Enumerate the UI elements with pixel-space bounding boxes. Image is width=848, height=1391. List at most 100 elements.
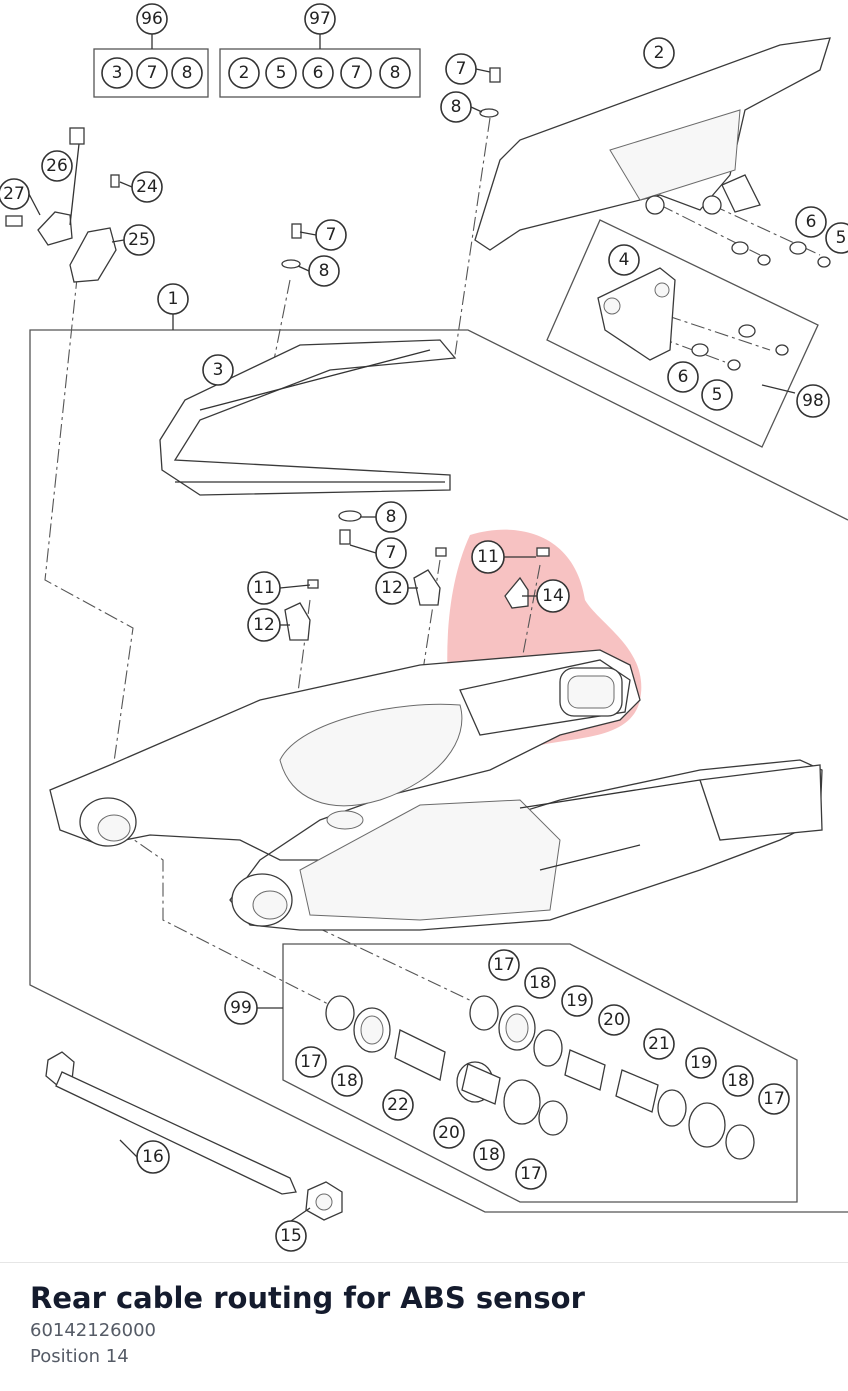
svg-text:8: 8 xyxy=(451,97,462,117)
callout-20-b[interactable]: 20 xyxy=(433,1117,465,1149)
callout-97[interactable]: 97 xyxy=(304,3,336,35)
callout-8-c[interactable]: 8 xyxy=(375,501,407,533)
part-caption: Rear cable routing for ABS sensor 601421… xyxy=(0,1262,848,1391)
callout-19-b[interactable]: 19 xyxy=(685,1047,717,1079)
callout-17-b[interactable]: 17 xyxy=(758,1083,790,1115)
callout-11-b[interactable]: 11 xyxy=(247,571,281,605)
callout-12-b[interactable]: 12 xyxy=(247,608,281,642)
callout-97-6[interactable]: 6 xyxy=(302,57,334,89)
svg-text:3: 3 xyxy=(112,63,123,83)
bolts-and-washers xyxy=(110,67,831,589)
svg-text:11: 11 xyxy=(253,578,275,598)
callout-6-a[interactable]: 6 xyxy=(795,206,827,238)
callout-27[interactable]: 27 xyxy=(0,178,30,210)
group-99-frame xyxy=(282,943,798,1203)
svg-text:97: 97 xyxy=(309,9,331,29)
callout-5-a[interactable]: 5 xyxy=(825,222,848,254)
svg-text:16: 16 xyxy=(142,1147,164,1167)
callout-25[interactable]: 25 xyxy=(123,224,155,256)
callout-97-2[interactable]: 2 xyxy=(228,57,260,89)
callout-17-a[interactable]: 17 xyxy=(488,949,520,981)
svg-text:2: 2 xyxy=(654,43,665,63)
svg-text:12: 12 xyxy=(253,615,275,635)
callout-99[interactable]: 99 xyxy=(224,991,258,1025)
callout-17-d[interactable]: 17 xyxy=(515,1158,547,1190)
svg-text:21: 21 xyxy=(648,1034,670,1054)
svg-text:12: 12 xyxy=(381,578,403,598)
svg-text:20: 20 xyxy=(438,1123,460,1143)
svg-text:5: 5 xyxy=(836,228,847,248)
callout-3[interactable]: 3 xyxy=(202,354,234,386)
chain-slider-part xyxy=(159,339,457,496)
callout-5-b[interactable]: 5 xyxy=(701,379,733,411)
svg-text:6: 6 xyxy=(678,367,689,387)
callout-18-b[interactable]: 18 xyxy=(722,1065,754,1097)
pivot-axle-part xyxy=(45,1051,297,1195)
caption-part-number: 60142126000 xyxy=(30,1320,156,1341)
callout-18-c[interactable]: 18 xyxy=(331,1065,363,1097)
callout-2[interactable]: 2 xyxy=(643,37,675,69)
svg-text:11: 11 xyxy=(477,547,499,567)
callout-7-a[interactable]: 7 xyxy=(445,53,477,85)
svg-text:17: 17 xyxy=(520,1164,542,1184)
callout-4[interactable]: 4 xyxy=(608,244,640,276)
callout-96-7[interactable]: 7 xyxy=(136,57,168,89)
callout-97-7[interactable]: 7 xyxy=(340,57,372,89)
svg-text:7: 7 xyxy=(386,543,397,563)
svg-text:26: 26 xyxy=(46,156,68,176)
cable-clip-part xyxy=(413,569,441,606)
callout-24[interactable]: 24 xyxy=(131,171,163,203)
svg-text:25: 25 xyxy=(128,230,150,250)
callout-7-b[interactable]: 7 xyxy=(315,219,347,251)
group-1-frame xyxy=(29,329,848,1213)
callout-17-c[interactable]: 17 xyxy=(295,1046,327,1078)
callout-21[interactable]: 21 xyxy=(643,1028,675,1060)
svg-text:8: 8 xyxy=(386,507,397,527)
callout-26[interactable]: 26 xyxy=(41,150,73,182)
callout-15[interactable]: 15 xyxy=(275,1220,307,1252)
svg-text:3: 3 xyxy=(213,360,224,380)
caption-position: Position 14 xyxy=(30,1346,129,1367)
callout-22[interactable]: 22 xyxy=(382,1089,414,1121)
svg-text:8: 8 xyxy=(182,63,193,83)
callout-8-a[interactable]: 8 xyxy=(440,91,472,123)
callout-96-8[interactable]: 8 xyxy=(171,57,203,89)
svg-text:98: 98 xyxy=(802,391,824,411)
callout-11-a[interactable]: 11 xyxy=(471,540,505,574)
callout-98[interactable]: 98 xyxy=(796,384,830,418)
callout-97-8[interactable]: 8 xyxy=(379,57,411,89)
callout-96[interactable]: 96 xyxy=(136,3,168,35)
svg-text:24: 24 xyxy=(136,177,158,197)
group-96-frame xyxy=(93,48,209,98)
svg-text:27: 27 xyxy=(3,184,25,204)
sensor-guard-part xyxy=(69,227,117,283)
svg-text:19: 19 xyxy=(566,991,588,1011)
svg-text:22: 22 xyxy=(387,1095,409,1115)
svg-text:15: 15 xyxy=(280,1226,302,1246)
svg-text:5: 5 xyxy=(712,385,723,405)
callout-19-a[interactable]: 19 xyxy=(561,985,593,1017)
svg-text:17: 17 xyxy=(300,1052,322,1072)
exploded-parts-diagram: 96 97 3 7 8 2 5 6 7 8 2 7 8 26 27 24 25 … xyxy=(0,3,848,1252)
callout-7-c[interactable]: 7 xyxy=(375,537,407,569)
callout-14[interactable]: 14 xyxy=(536,579,570,613)
callout-1[interactable]: 1 xyxy=(157,283,189,315)
callout-12-a[interactable]: 12 xyxy=(375,571,409,605)
svg-text:4: 4 xyxy=(619,250,630,270)
callout-8-b[interactable]: 8 xyxy=(308,255,340,287)
group-98-frame xyxy=(546,219,819,448)
svg-text:6: 6 xyxy=(313,63,324,83)
pivot-nut-part xyxy=(305,1181,343,1221)
callout-6-b[interactable]: 6 xyxy=(667,361,699,393)
svg-text:14: 14 xyxy=(542,586,564,606)
callout-97-5[interactable]: 5 xyxy=(265,57,297,89)
callout-20-a[interactable]: 20 xyxy=(598,1004,630,1036)
svg-text:99: 99 xyxy=(230,998,252,1018)
callout-16[interactable]: 16 xyxy=(136,1140,170,1174)
callout-18-a[interactable]: 18 xyxy=(524,967,556,999)
svg-text:20: 20 xyxy=(603,1010,625,1030)
callout-18-d[interactable]: 18 xyxy=(473,1139,505,1171)
callout-96-3[interactable]: 3 xyxy=(101,57,133,89)
svg-text:2: 2 xyxy=(239,63,250,83)
svg-text:7: 7 xyxy=(351,63,362,83)
